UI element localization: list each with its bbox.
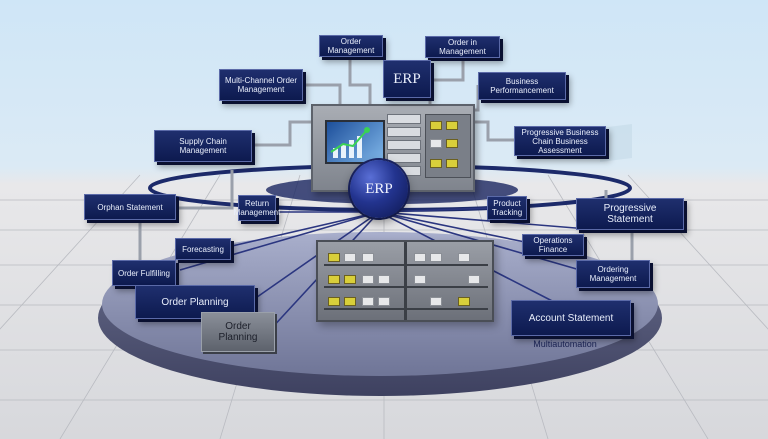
storage-bin <box>458 297 470 306</box>
drawer <box>387 127 421 137</box>
storage-bin <box>362 253 374 262</box>
node-progressive-business[interactable]: Progressive Business Chain Business Asse… <box>514 126 606 156</box>
storage-bin <box>414 275 426 284</box>
node-product-tracking[interactable]: Product Tracking <box>487 196 527 220</box>
storage-bin <box>362 275 374 284</box>
node-business-performance[interactable]: Business Performancement <box>478 72 566 100</box>
shelf-divider <box>404 242 407 320</box>
drawer-stack <box>387 114 421 176</box>
storage-bin <box>430 297 442 306</box>
storage-bin <box>362 297 374 306</box>
glass-panel <box>600 124 632 162</box>
node-account-statement[interactable]: Account Statement <box>511 300 631 336</box>
mini-shelf <box>425 114 471 178</box>
trend-chart-icon <box>330 127 370 158</box>
storage-bin <box>378 275 390 284</box>
storage-bin <box>446 139 458 148</box>
storage-bin <box>328 297 340 306</box>
storage-bin <box>414 253 426 262</box>
storage-bin <box>328 253 340 262</box>
node-operations-finance[interactable]: Operations Finance <box>522 234 584 256</box>
storage-bin <box>446 121 458 130</box>
node-supply-chain[interactable]: Supply Chain Management <box>154 130 252 162</box>
node-erp-top[interactable]: ERP <box>383 60 431 98</box>
erp-hub-sphere[interactable]: ERP <box>350 160 408 218</box>
node-order-planning-2[interactable]: Order Planning <box>201 312 275 352</box>
storage-bin <box>446 159 458 168</box>
chart-screen <box>325 120 385 164</box>
storage-bin <box>430 139 442 148</box>
node-multiautomation[interactable]: Multiautomation <box>533 338 597 349</box>
node-return-management[interactable]: Return Management <box>234 195 280 221</box>
storage-bin <box>344 297 356 306</box>
storage-bin <box>378 297 390 306</box>
node-order-in-management[interactable]: Order in Management <box>425 36 500 58</box>
drawer <box>387 114 421 124</box>
storage-bin <box>344 253 356 262</box>
warehouse-shelving <box>316 240 494 322</box>
node-order-management-top[interactable]: Order Management <box>319 35 383 57</box>
node-orphan-statement[interactable]: Orphan Statement <box>84 194 176 220</box>
storage-bin <box>430 159 442 168</box>
node-forecasting[interactable]: Forecasting <box>175 238 231 260</box>
storage-bin <box>468 275 480 284</box>
storage-bin <box>458 253 470 262</box>
drawer <box>387 153 421 163</box>
storage-bin <box>430 253 442 262</box>
node-ordering-management[interactable]: Ordering Management <box>576 260 650 288</box>
node-progressive-statement[interactable]: Progressive Statement <box>576 198 684 230</box>
storage-bin <box>344 275 356 284</box>
storage-bin <box>328 275 340 284</box>
storage-bin <box>430 121 442 130</box>
drawer <box>387 140 421 150</box>
node-multichannel[interactable]: Multi-Channel Order Management <box>219 69 303 101</box>
node-order-fulfilling[interactable]: Order Fulfilling <box>112 260 176 286</box>
